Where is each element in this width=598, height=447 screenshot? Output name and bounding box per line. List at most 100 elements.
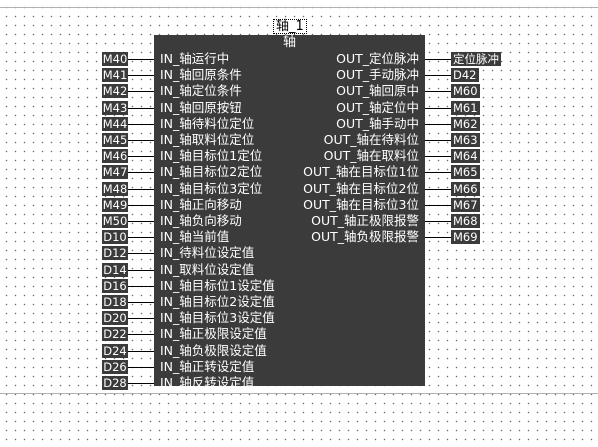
input-wire bbox=[128, 334, 154, 336]
bottom-rung-line bbox=[0, 393, 598, 394]
top-rung-line bbox=[0, 7, 598, 8]
input-wire bbox=[128, 75, 154, 77]
input-variable[interactable]: D18 bbox=[102, 295, 128, 309]
input-wire bbox=[128, 269, 154, 271]
input-variable[interactable]: D14 bbox=[102, 262, 128, 277]
input-variable[interactable]: M45 bbox=[102, 133, 128, 147]
input-pin-label: IN_轴回原按钮 bbox=[160, 99, 242, 115]
input-variable[interactable]: M42 bbox=[102, 84, 128, 99]
input-wire bbox=[128, 302, 154, 303]
output-pin-label: OUT_轴回原中 bbox=[336, 83, 419, 99]
input-wire bbox=[128, 237, 154, 239]
input-pin-label: IN_轴正极限设定值 bbox=[160, 326, 267, 342]
input-pin-label: IN_轴目标位1定位 bbox=[160, 148, 263, 164]
output-variable[interactable]: D42 bbox=[451, 68, 479, 83]
input-wire bbox=[128, 156, 154, 158]
output-wire bbox=[425, 91, 451, 93]
output-variable[interactable]: 定位脉冲 bbox=[451, 52, 501, 66]
function-block[interactable] bbox=[154, 35, 425, 386]
input-wire bbox=[128, 318, 154, 320]
input-pin-label: IN_轴当前值 bbox=[160, 229, 230, 245]
output-pin-label: OUT_轴在目标位1位 bbox=[303, 164, 419, 180]
input-variable[interactable]: D16 bbox=[102, 278, 128, 293]
input-wire bbox=[128, 172, 154, 174]
input-variable[interactable]: M49 bbox=[102, 197, 128, 212]
output-variable[interactable]: M67 bbox=[451, 197, 480, 212]
input-pin-label: IN_轴正转设定值 bbox=[160, 358, 255, 374]
input-variable[interactable]: D12 bbox=[102, 246, 128, 261]
input-variable[interactable]: M46 bbox=[102, 149, 128, 164]
input-variable[interactable]: M48 bbox=[102, 181, 128, 196]
output-variable[interactable]: M64 bbox=[451, 149, 480, 164]
input-wire bbox=[128, 221, 154, 222]
output-wire bbox=[425, 237, 451, 239]
output-variable[interactable]: M62 bbox=[451, 116, 480, 131]
input-variable[interactable]: M47 bbox=[102, 165, 128, 180]
output-wire bbox=[425, 123, 451, 125]
input-pin-label: IN_轴负极限设定值 bbox=[160, 342, 267, 358]
output-variable[interactable]: M66 bbox=[451, 181, 480, 196]
input-wire bbox=[128, 123, 154, 125]
input-wire bbox=[128, 366, 154, 368]
input-variable[interactable]: D22 bbox=[102, 327, 128, 342]
output-variable[interactable]: M61 bbox=[451, 100, 480, 115]
input-wire bbox=[128, 107, 154, 109]
output-variable[interactable]: M60 bbox=[451, 84, 480, 99]
input-variable[interactable]: M41 bbox=[102, 68, 128, 83]
output-pin-label: OUT_手动脉冲 bbox=[336, 67, 419, 83]
input-variable[interactable]: M40 bbox=[102, 52, 128, 66]
block-type-title: 轴 bbox=[282, 35, 296, 50]
input-pin-label: IN_轴目标位2设定值 bbox=[160, 294, 275, 309]
output-variable[interactable]: M68 bbox=[451, 214, 480, 228]
input-variable[interactable]: M50 bbox=[102, 214, 128, 228]
input-wire bbox=[128, 350, 154, 352]
input-variable[interactable]: D28 bbox=[102, 376, 128, 390]
input-variable[interactable]: M44 bbox=[102, 116, 128, 131]
output-wire bbox=[425, 156, 451, 158]
output-pin-label: OUT_轴正极限报警 bbox=[311, 213, 419, 228]
input-wire bbox=[128, 204, 154, 206]
input-wire bbox=[128, 140, 154, 141]
input-pin-label: IN_待料位设定值 bbox=[160, 245, 255, 261]
input-pin-label: IN_轴回原条件 bbox=[160, 67, 242, 83]
input-pin-label: IN_轴正向移动 bbox=[160, 196, 242, 212]
input-wire bbox=[128, 91, 154, 93]
output-wire bbox=[425, 140, 451, 141]
output-wire bbox=[425, 172, 451, 174]
input-pin-label: IN_轴定位条件 bbox=[160, 83, 242, 99]
input-wire bbox=[128, 383, 154, 384]
output-pin-label: OUT_轴在目标位3位 bbox=[303, 196, 419, 212]
output-wire bbox=[425, 204, 451, 206]
output-pin-label: OUT_轴手动中 bbox=[336, 115, 419, 131]
output-pin-label: OUT_定位脉冲 bbox=[336, 51, 419, 66]
output-variable[interactable]: M63 bbox=[451, 133, 480, 147]
output-wire bbox=[425, 75, 451, 77]
input-pin-label: IN_轴取料位定位 bbox=[160, 132, 255, 147]
input-pin-label: IN_轴目标位2定位 bbox=[160, 164, 263, 180]
input-pin-label: IN_轴目标位3定位 bbox=[160, 180, 263, 196]
input-variable[interactable]: D24 bbox=[102, 343, 128, 358]
output-pin-label: OUT_轴在待料位 bbox=[323, 132, 419, 147]
input-wire bbox=[128, 253, 154, 255]
output-pin-label: OUT_轴在取料位 bbox=[323, 148, 419, 164]
input-wire bbox=[128, 188, 154, 190]
input-pin-label: IN_轴反转设定值 bbox=[160, 375, 255, 390]
input-variable[interactable]: D10 bbox=[102, 230, 128, 245]
input-variable[interactable]: D20 bbox=[102, 311, 128, 326]
output-wire bbox=[425, 188, 451, 190]
output-variable[interactable]: M69 bbox=[451, 230, 480, 245]
input-variable[interactable]: D26 bbox=[102, 359, 128, 374]
output-variable[interactable]: M65 bbox=[451, 165, 480, 180]
output-pin-label: OUT_轴在目标位2位 bbox=[303, 180, 419, 196]
input-wire bbox=[128, 59, 154, 60]
output-pin-label: OUT_轴定位中 bbox=[336, 99, 419, 115]
input-pin-label: IN_轴待料位定位 bbox=[160, 115, 255, 131]
input-variable[interactable]: M43 bbox=[102, 100, 128, 115]
input-pin-label: IN_轴运行中 bbox=[160, 51, 230, 66]
output-wire bbox=[425, 221, 451, 222]
input-pin-label: IN_轴目标位1设定值 bbox=[160, 277, 275, 293]
block-instance-name[interactable]: 轴_1 bbox=[273, 19, 307, 34]
output-pin-label: OUT_轴负极限报警 bbox=[311, 229, 419, 245]
input-pin-label: IN_取料位设定值 bbox=[160, 261, 255, 277]
input-pin-label: IN_轴负向移动 bbox=[160, 213, 242, 228]
